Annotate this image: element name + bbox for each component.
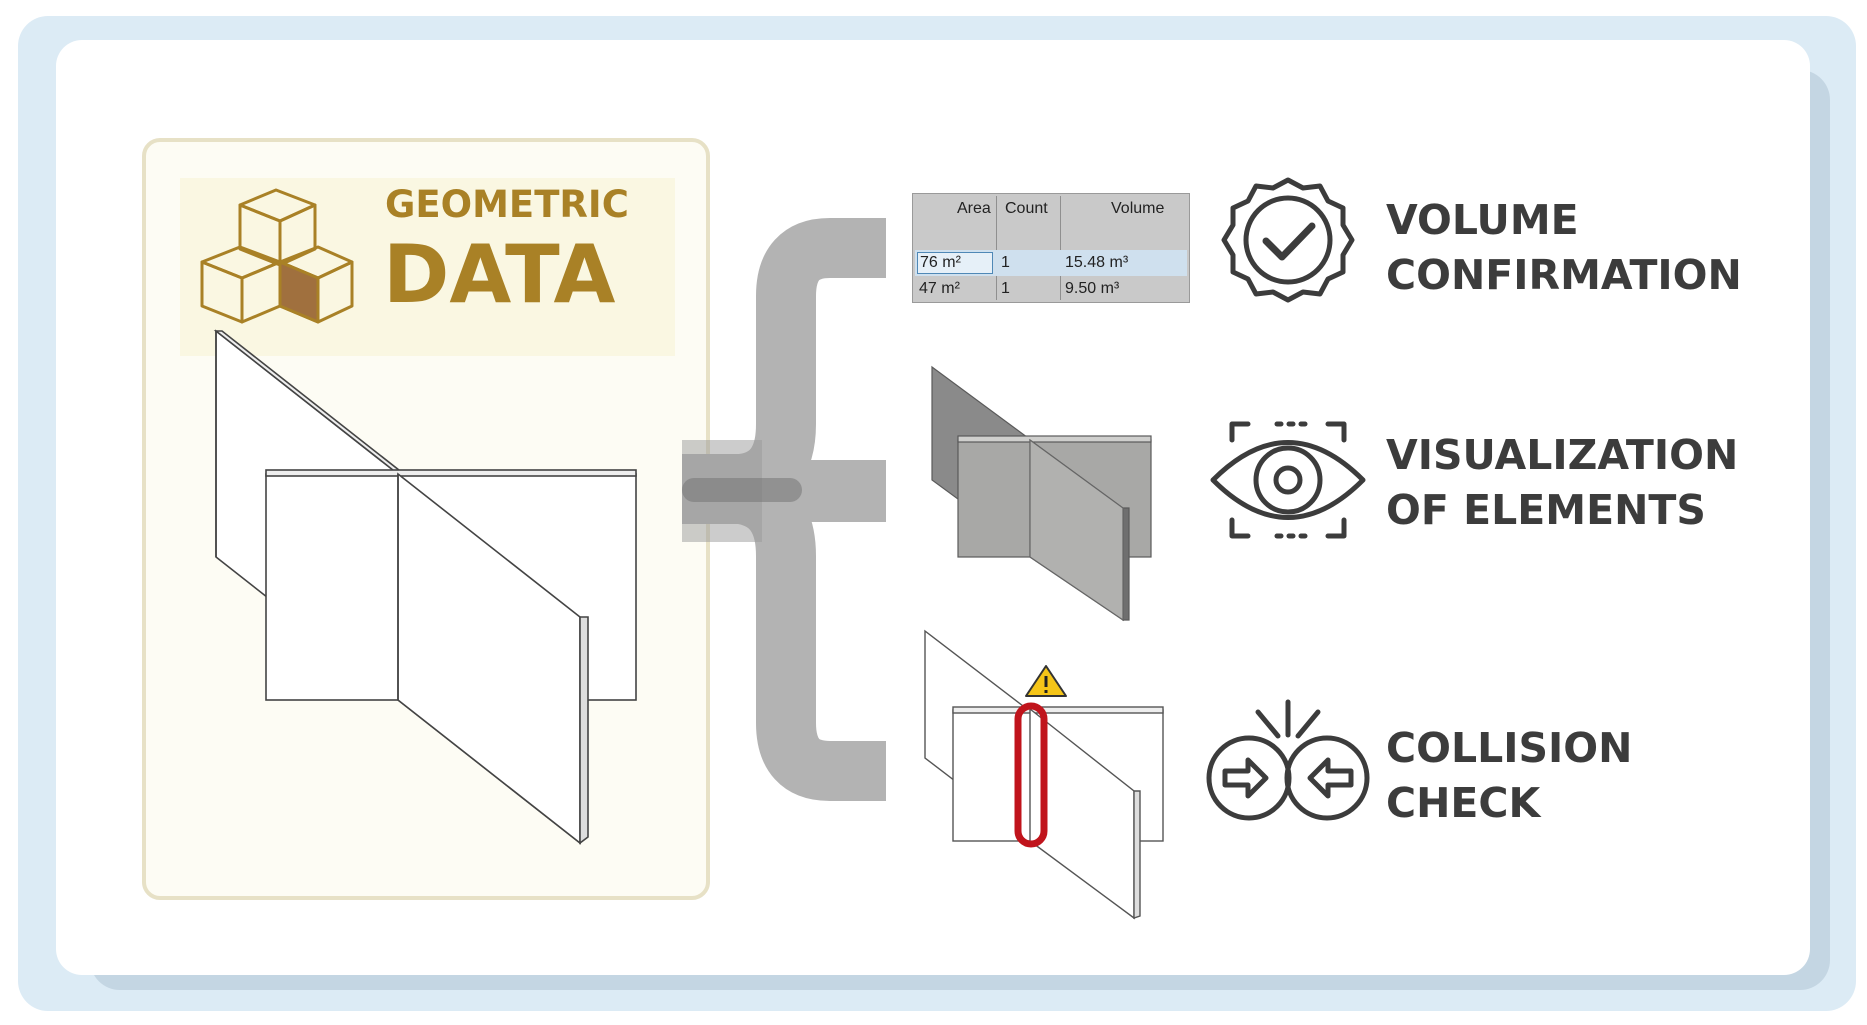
cubes-icon	[200, 188, 354, 324]
feature-line: OF ELEMENTS	[1386, 486, 1706, 534]
table-row: 76 m² 1 15.48 m³	[915, 250, 1187, 276]
gray-wall-model	[931, 365, 1152, 622]
feature-line: COLLISION	[1386, 724, 1633, 772]
eye-scan-icon	[1210, 421, 1366, 539]
collision-highlight	[1014, 702, 1048, 848]
column-count: Count	[1005, 200, 1048, 217]
header-big: DATA	[383, 228, 616, 321]
column-divider	[996, 196, 997, 300]
collision-arrows-icon	[1206, 699, 1370, 821]
column-divider	[1060, 196, 1061, 300]
feature-line: VOLUME	[1386, 196, 1579, 244]
wall-model-drawing	[213, 329, 637, 845]
cell-count: 1	[1001, 254, 1010, 271]
header-small: GEOMETRIC	[385, 183, 629, 226]
feature-line: CONFIRMATION	[1386, 251, 1742, 299]
brace-shadow	[682, 478, 802, 502]
table-row: 47 m² 1 9.50 m³	[915, 276, 1187, 302]
column-area: Area	[957, 200, 991, 217]
feature-line: VISUALIZATION	[1386, 431, 1739, 479]
column-volume: Volume	[1111, 200, 1165, 217]
cell-area: 47 m²	[919, 280, 960, 297]
feature-visualization-label: VISUALIZATION OF ELEMENTS	[1386, 428, 1738, 538]
badge-check-icon	[1221, 177, 1355, 303]
feature-collision-label: COLLISION CHECK	[1386, 721, 1632, 831]
cell-volume: 15.48 m³	[1065, 254, 1129, 271]
collision-wall-model	[924, 629, 1164, 920]
warning-icon	[1025, 665, 1067, 697]
feature-line: CHECK	[1386, 779, 1541, 827]
geometric-title-background	[180, 178, 675, 356]
cell-area: 76 m²	[917, 252, 993, 274]
cell-count: 1	[1001, 280, 1010, 297]
table-header: Area Count Volume	[913, 194, 1189, 224]
quantity-table: Area Count Volume 76 m² 1 15.48 m³ 47 m²…	[912, 193, 1190, 303]
feature-volume-label: VOLUME CONFIRMATION	[1386, 193, 1742, 303]
cell-volume: 9.50 m³	[1065, 280, 1120, 297]
